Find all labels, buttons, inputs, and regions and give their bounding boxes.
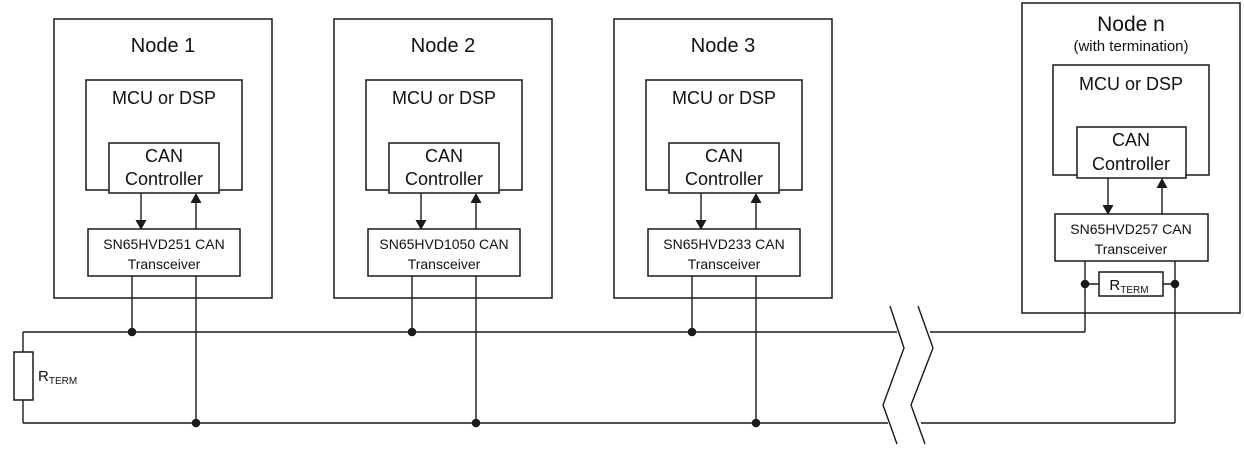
node-3-transceiver-box [647, 228, 801, 277]
junction-dot [1170, 279, 1180, 289]
node-n-rxd-arrowhead-icon [1156, 178, 1168, 188]
node-n: Node n (with termination) MCU or DSP CAN… [1021, 2, 1241, 314]
node-2: Node 2 MCU or DSP CAN Controller SN65HVD… [333, 18, 553, 299]
junction-dot [1080, 279, 1090, 289]
termination-resistor-left-label: RTERM [38, 368, 77, 387]
bus-break-mark-icon [910, 305, 934, 445]
node-1-can-controller-label-line1: CAN [145, 146, 183, 166]
node-n-can-controller-box [1076, 126, 1187, 179]
junction-dot [687, 327, 697, 337]
termination-resistor-node-n-label: RTERM [1109, 277, 1148, 296]
rterm-label-main: R [1109, 277, 1120, 294]
termination-left: RTERM [13, 351, 77, 401]
junction-dot [471, 418, 481, 428]
junction-dot [751, 418, 761, 428]
node-2-mcu-label: MCU or DSP [392, 88, 496, 108]
node-1-transceiver-label-line1: SN65HVD251 CAN [103, 236, 224, 252]
node-3-transceiver-label-line1: SN65HVD233 CAN [663, 236, 784, 252]
rterm-label-subscript: TERM [1120, 285, 1148, 296]
node-3-can-controller-box [668, 142, 780, 194]
node-1-can-controller-label-line2: Controller [125, 169, 203, 189]
bus-break-mark-icon [882, 305, 905, 445]
node-1-can-controller-box [108, 142, 220, 194]
node-n-transceiver-label-line2: Transceiver [1095, 241, 1168, 257]
node-n-outline [1021, 2, 1241, 314]
node-3-mcu-label: MCU or DSP [672, 88, 776, 108]
node-2-txd-arrowhead-icon [415, 220, 427, 230]
node-1-outline [53, 18, 273, 299]
node-n-can-controller-label-line1: CAN [1112, 130, 1150, 150]
node-3: Node 3 MCU or DSP CAN Controller SN65HVD… [613, 18, 833, 299]
node-n-title: Node n [1097, 13, 1165, 36]
node-2-title: Node 2 [411, 35, 476, 57]
node-3-bus-drop-wires [691, 276, 757, 423]
node-3-txd-arrowhead-icon [695, 220, 707, 230]
node-3-outline [613, 18, 833, 299]
node-3-rxd-arrowhead-icon [750, 193, 762, 203]
termination-resistor-node-n [1098, 271, 1164, 297]
node-n-transceiver-box [1054, 213, 1209, 262]
junction-dot [127, 327, 137, 337]
node-n-can-controller-label-line2: Controller [1092, 154, 1170, 174]
node-2-transceiver-label-line2: Transceiver [408, 256, 481, 272]
node-1-transceiver-label-line2: Transceiver [128, 256, 201, 272]
rterm-label-subscript: TERM [49, 376, 77, 387]
node-1-bus-drop-wires [131, 276, 197, 423]
node-2-can-controller-label-line2: Controller [405, 169, 483, 189]
node-2-transceiver-box [367, 228, 521, 277]
node-1-transceiver-box [87, 228, 241, 277]
node-n-mcu-label: MCU or DSP [1079, 74, 1183, 94]
rterm-label-main: R [38, 368, 49, 385]
node-2-can-controller-label-line1: CAN [425, 146, 463, 166]
node-1-rxd-arrowhead-icon [190, 193, 202, 203]
node-2-rxd-arrowhead-icon [470, 193, 482, 203]
node-2-outline [333, 18, 553, 299]
termination-node-n: RTERM [1098, 271, 1164, 297]
node-3-title: Node 3 [691, 35, 756, 57]
node-2-can-controller-box [388, 142, 500, 194]
node-1-title: Node 1 [131, 35, 196, 57]
node-3-can-controller-label-line1: CAN [705, 146, 743, 166]
junction-dot [191, 418, 201, 428]
node-1-txd-arrowhead-icon [135, 220, 147, 230]
node-2-bus-drop-wires [411, 276, 477, 423]
junction-dot [407, 327, 417, 337]
termination-resistor-left [13, 351, 34, 401]
node-n-transceiver-label-line1: SN65HVD257 CAN [1070, 221, 1191, 237]
node-2-transceiver-label-line1: SN65HVD1050 CAN [379, 236, 508, 252]
node-n-subtitle: (with termination) [1073, 38, 1188, 55]
node-n-txd-arrowhead-icon [1102, 205, 1114, 215]
node-3-can-controller-label-line2: Controller [685, 169, 763, 189]
node-1-mcu-label: MCU or DSP [112, 88, 216, 108]
node-1: Node 1 MCU or DSP CAN Controller SN65HVD… [53, 18, 273, 299]
node-3-transceiver-label-line2: Transceiver [688, 256, 761, 272]
